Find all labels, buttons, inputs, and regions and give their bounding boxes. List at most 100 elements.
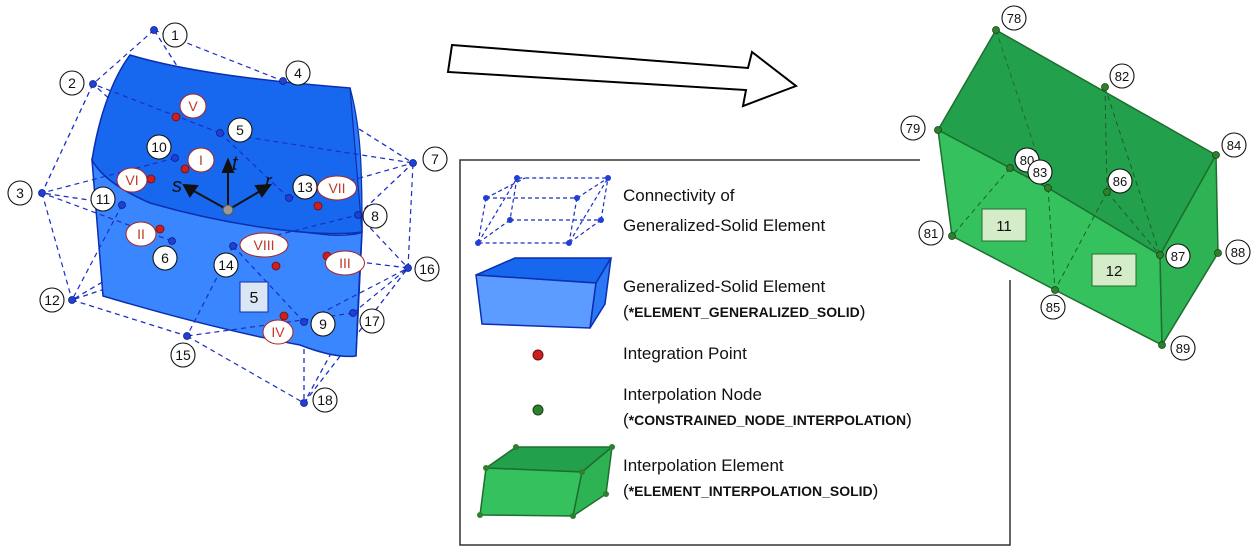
node-label: 11 — [96, 191, 111, 207]
connectivity-node-9: 9 — [300, 311, 336, 337]
axis-label-r: r — [265, 171, 273, 193]
interpolation-element-icon — [479, 445, 615, 518]
node-dot — [1051, 286, 1059, 294]
integration-point-VI: VI — [116, 167, 156, 193]
node-label: 89 — [1176, 341, 1190, 356]
connectivity-edge — [41, 157, 176, 194]
node-label-circle — [310, 311, 336, 337]
connectivity-wireframe-icon — [476, 177, 610, 244]
node-label: 83 — [1033, 165, 1047, 180]
integration-point-icon — [532, 349, 544, 361]
node-label-circle — [292, 174, 318, 200]
node-dot — [1212, 151, 1220, 159]
integration-label-oval — [325, 250, 365, 276]
node-label-circle — [170, 342, 196, 368]
node-label: 82 — [1115, 69, 1129, 84]
connectivity-node-13: 13 — [285, 174, 318, 202]
node-label-circle — [312, 387, 338, 413]
node-label: 17 — [364, 313, 380, 329]
integration-label: I — [199, 152, 203, 168]
node-dot — [118, 201, 126, 209]
integration-point-II: II — [125, 221, 165, 247]
node-label: 88 — [1231, 245, 1245, 260]
connectivity-node-18: 18 — [300, 387, 338, 413]
interpolation-node-85: 85 — [1040, 286, 1066, 320]
node-dot — [216, 129, 224, 137]
integration-label: VII — [328, 180, 345, 196]
integration-label-oval — [262, 319, 294, 345]
node-label-circle — [422, 146, 448, 172]
connectivity-edge — [407, 162, 414, 269]
node-label-circle — [918, 220, 944, 246]
node-label: 5 — [236, 122, 244, 138]
node-dot — [1158, 341, 1166, 349]
node-label: 1 — [171, 27, 179, 43]
node-dot — [68, 296, 76, 304]
connectivity-edge — [92, 83, 221, 134]
node-dot — [1044, 184, 1052, 192]
interpolation-node-78: 78 — [992, 5, 1027, 34]
connectivity-edge — [186, 245, 234, 337]
node-dot — [349, 309, 357, 317]
integration-dot — [313, 201, 323, 211]
node-dot — [38, 189, 46, 197]
node-label-circle — [1170, 335, 1196, 361]
node-label: 10 — [151, 139, 167, 155]
integration-label: VIII — [253, 237, 274, 253]
interp-dashed-edge — [1104, 86, 1161, 256]
connectivity-node-17: 17 — [349, 308, 385, 334]
node-label: 18 — [317, 392, 333, 408]
integration-label-oval — [239, 232, 289, 258]
node-label-circle — [1225, 239, 1251, 265]
node-label: 85 — [1046, 300, 1060, 315]
interp-dashed-edge — [1106, 191, 1161, 256]
interpolation-node-87: 87 — [1156, 243, 1191, 269]
node-label-circle — [90, 186, 116, 212]
connectivity-edge — [41, 192, 73, 301]
node-label-circle — [227, 117, 253, 143]
legend-interpolation-element-keyword-line: (*ELEMENT_INTERPOLATION_SOLID) — [623, 481, 878, 500]
node-label-circle — [1027, 159, 1053, 185]
node-label: 15 — [175, 347, 191, 363]
connectivity-node-4: 4 — [279, 60, 311, 86]
connectivity-node-14: 14 — [213, 242, 239, 278]
integration-point-V: V — [171, 93, 207, 122]
legend-connectivity-line-1: Connectivity of — [623, 186, 735, 205]
interpolation-node-84: 84 — [1212, 132, 1247, 159]
node-label: 14 — [218, 257, 234, 273]
interpolation-node-icon — [532, 404, 544, 416]
node-label: 79 — [906, 121, 920, 136]
interpolation-node-82: 82 — [1101, 63, 1135, 91]
node-label-circle — [414, 256, 440, 282]
node-dot — [1101, 83, 1109, 91]
connectivity-edge — [71, 299, 188, 337]
connectivity-node-2: 2 — [59, 70, 97, 96]
interpolation-element-icon-nodes — [477, 444, 615, 519]
connectivity-edge — [92, 29, 155, 85]
integration-dot — [271, 261, 281, 271]
integration-label-oval — [179, 93, 207, 119]
node-label: 16 — [419, 261, 435, 277]
connectivity-edge — [219, 132, 290, 199]
integration-label: V — [188, 98, 198, 114]
node-label: 8 — [371, 208, 379, 224]
connectivity-node-16: 16 — [404, 256, 440, 282]
legend-interpolation-element-label: Interpolation Element — [623, 456, 784, 475]
node-dot — [168, 237, 176, 245]
integration-point-IV: IV — [262, 311, 294, 345]
node-label-circle — [1040, 294, 1066, 320]
node-label-circle — [1221, 132, 1247, 158]
node-dot — [89, 80, 97, 88]
node-label: 13 — [297, 179, 313, 195]
node-dot — [279, 77, 287, 85]
interp-dashed-edge — [951, 167, 1011, 237]
connectivity-node-8: 8 — [354, 203, 388, 229]
integration-point-III: III — [322, 250, 365, 276]
local-axes — [182, 157, 273, 216]
integration-label-oval — [187, 147, 215, 173]
node-dot — [1006, 164, 1014, 172]
